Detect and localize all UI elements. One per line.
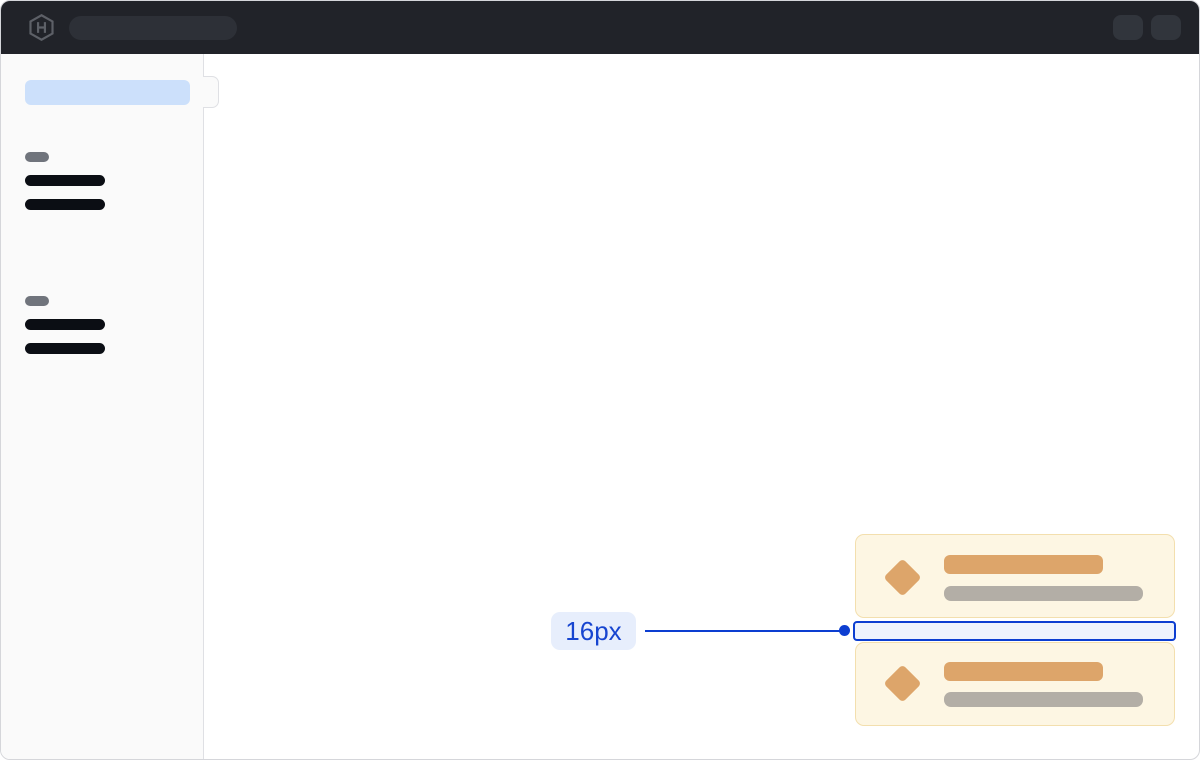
sidebar-item-placeholder[interactable] xyxy=(25,199,105,210)
sidebar-item-placeholder[interactable] xyxy=(25,175,105,186)
sidebar-collapse-handle[interactable] xyxy=(203,76,219,108)
sidebar-item-placeholder[interactable] xyxy=(25,343,105,354)
spacing-highlight-rect xyxy=(853,621,1176,641)
sidebar-active-item-placeholder[interactable] xyxy=(25,80,190,105)
sidebar-group-label-placeholder xyxy=(25,152,49,162)
header-search-placeholder[interactable] xyxy=(69,16,237,40)
annotation-connector-dot xyxy=(839,625,850,636)
card-title-placeholder xyxy=(944,555,1103,574)
app-header xyxy=(1,1,1199,54)
annotation-connector-line xyxy=(645,629,841,632)
card-subtitle-placeholder xyxy=(944,692,1143,707)
header-help-button-placeholder[interactable] xyxy=(1113,15,1143,40)
card-title-placeholder xyxy=(944,662,1103,681)
sidebar-item-placeholder[interactable] xyxy=(25,319,105,330)
sidebar-group-label-placeholder xyxy=(25,296,49,306)
header-user-menu-placeholder[interactable] xyxy=(1151,15,1181,40)
spacing-annotation-label: 16px xyxy=(551,612,636,650)
card-subtitle-placeholder xyxy=(944,586,1143,601)
sidebar xyxy=(1,54,204,759)
hashicorp-logo-icon[interactable] xyxy=(28,14,55,41)
